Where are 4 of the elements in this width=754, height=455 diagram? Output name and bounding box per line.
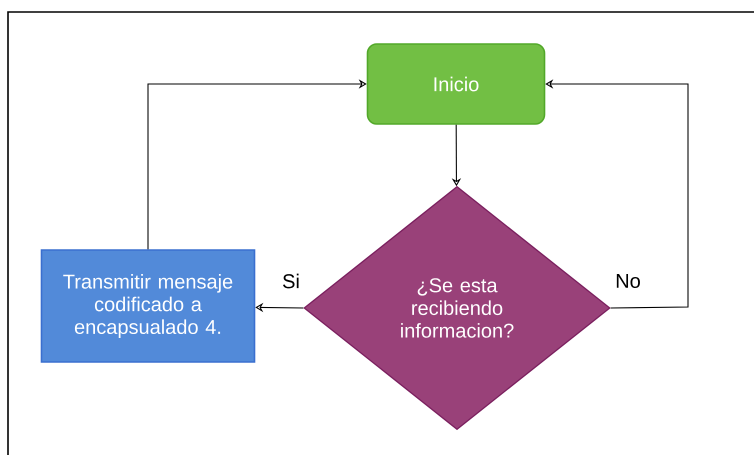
- process-box: Transmitir mensaje codificado a encapsualado 4.: [40, 249, 256, 363]
- edge-label: No: [614, 272, 642, 290]
- edge-label: Si: [280, 272, 302, 290]
- start-box: Inicio: [366, 43, 546, 125]
